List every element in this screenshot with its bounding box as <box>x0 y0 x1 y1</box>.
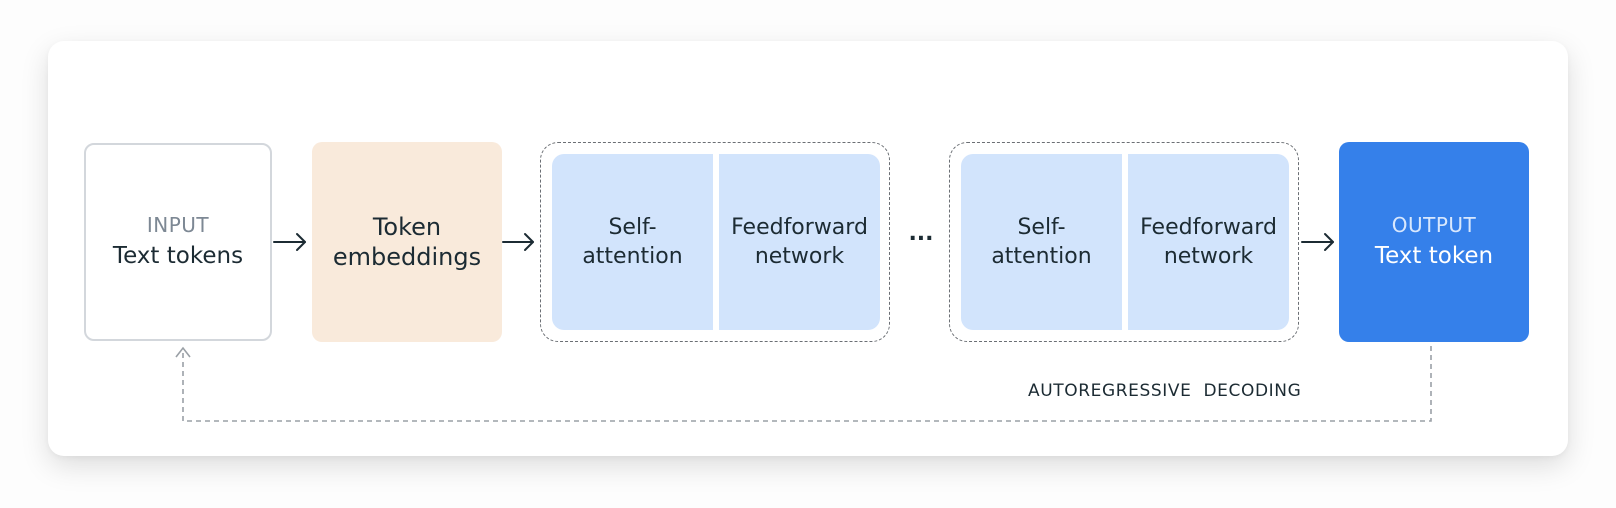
token-embeddings-line1: Token <box>372 213 442 241</box>
self-attention-block-1: Self- attention <box>552 154 713 330</box>
feedforward-line1: Feedforward <box>1140 215 1277 240</box>
feedforward-block-1: Feedforward network <box>719 154 880 330</box>
self-attention-block-2: Self- attention <box>961 154 1122 330</box>
input-node: INPUT Text tokens <box>84 143 272 341</box>
input-caption: INPUT <box>146 213 210 237</box>
transformer-layer-1: Self- attention Feedforward network <box>540 142 890 342</box>
token-embeddings-node: Token embeddings <box>312 142 502 342</box>
transformer-layer-n: Self- attention Feedforward network <box>949 142 1299 342</box>
feedforward-line1: Feedforward <box>731 215 868 240</box>
output-label: Text token <box>1374 243 1494 269</box>
autoregressive-decoding-label: AUTOREGRESSIVE DECODING <box>1028 381 1302 401</box>
self-attention-line1: Self- <box>1017 215 1066 240</box>
input-label: Text tokens <box>112 243 244 269</box>
output-caption: OUTPUT <box>1391 213 1477 237</box>
self-attention-line1: Self- <box>608 215 657 240</box>
ellipsis: ... <box>908 221 934 246</box>
feedforward-line2: network <box>1163 244 1254 269</box>
token-embeddings-line2: embeddings <box>332 243 482 271</box>
feedforward-block-2: Feedforward network <box>1128 154 1289 330</box>
output-node: OUTPUT Text token <box>1339 142 1529 342</box>
self-attention-line2: attention <box>991 244 1092 269</box>
self-attention-line2: attention <box>582 244 683 269</box>
feedforward-line2: network <box>754 244 845 269</box>
